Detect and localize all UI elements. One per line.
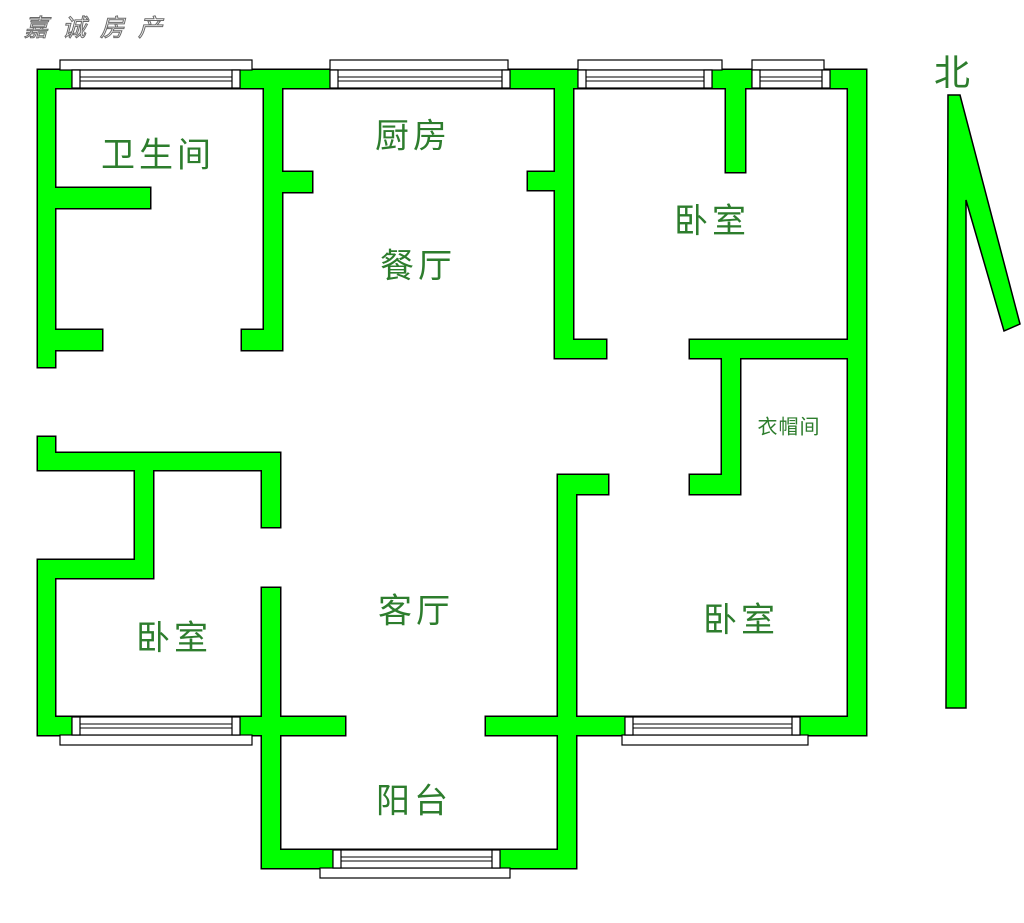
wall-segment xyxy=(135,453,153,578)
wall-segment xyxy=(528,172,555,190)
room-label-bedroom-se: 卧室 xyxy=(703,600,779,641)
wall-segment xyxy=(555,70,573,358)
wall-segment xyxy=(848,70,866,735)
wall-segment xyxy=(282,172,312,192)
wall-segment xyxy=(38,70,55,367)
wall-segment xyxy=(38,188,150,208)
walls xyxy=(38,70,866,868)
wall-segment xyxy=(573,340,606,358)
room-label-bedroom-ne: 卧室 xyxy=(674,201,750,242)
wall-segment xyxy=(690,340,866,358)
room-label-bathroom: 卫生间 xyxy=(101,135,215,176)
north-label: 北 xyxy=(934,53,971,94)
window xyxy=(329,59,511,89)
room-label-living: 客厅 xyxy=(378,591,454,632)
north-arrow xyxy=(945,94,1021,709)
wall-segment xyxy=(690,475,722,494)
wall-segment xyxy=(722,358,740,494)
wall-segment xyxy=(38,560,55,735)
window xyxy=(621,716,809,746)
windows xyxy=(59,59,831,879)
window xyxy=(59,716,253,746)
wall-segment xyxy=(38,453,278,470)
wall-segment xyxy=(38,330,102,350)
window xyxy=(577,59,723,89)
room-label-dining: 餐厅 xyxy=(380,246,456,287)
room-label-kitchen: 厨房 xyxy=(375,116,451,157)
window xyxy=(319,849,511,879)
wall-segment xyxy=(264,70,282,350)
wall-segment xyxy=(262,453,280,527)
room-label-bedroom-sw: 卧室 xyxy=(136,618,212,659)
wall-segment xyxy=(558,475,608,494)
room-label-balcony: 阳台 xyxy=(376,781,452,822)
window xyxy=(751,59,831,89)
brand-logo: 嘉诚房产 xyxy=(24,14,176,43)
room-label-closet: 衣帽间 xyxy=(757,414,821,439)
wall-segment xyxy=(262,588,280,868)
wall-segment xyxy=(242,330,264,350)
wall-segment xyxy=(558,475,576,868)
wall-segment xyxy=(38,560,153,578)
wall-segment xyxy=(726,70,745,172)
window xyxy=(59,59,253,89)
